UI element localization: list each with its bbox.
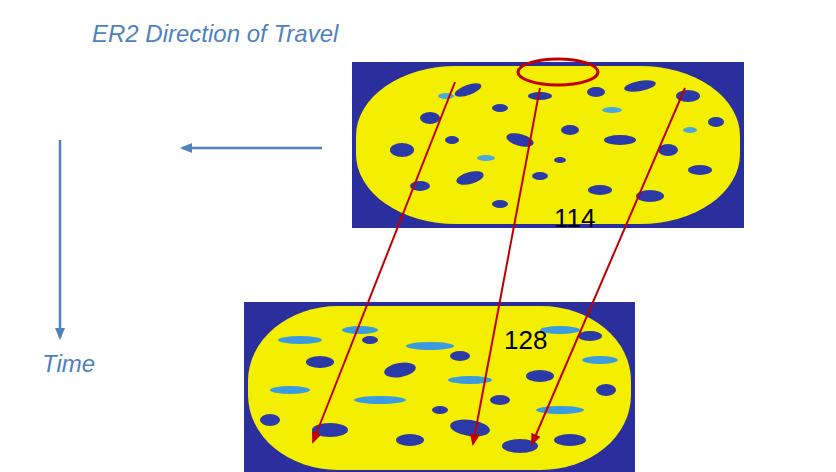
highlight-ellipse [518,59,598,85]
frame-number: 128 [504,326,547,356]
tracking-arrow [313,82,455,442]
tracking-arrow [473,88,540,444]
frame-number: 114 [554,204,595,234]
axis-label: Time [42,350,95,378]
travel-arrow [182,147,322,150]
tracking-arrow [532,88,685,444]
cloud-image-114 [352,62,744,228]
cloud-image-128 [244,302,635,472]
heading-label: ER2 Direction of Travel [92,20,338,48]
time-arrow [59,140,62,338]
